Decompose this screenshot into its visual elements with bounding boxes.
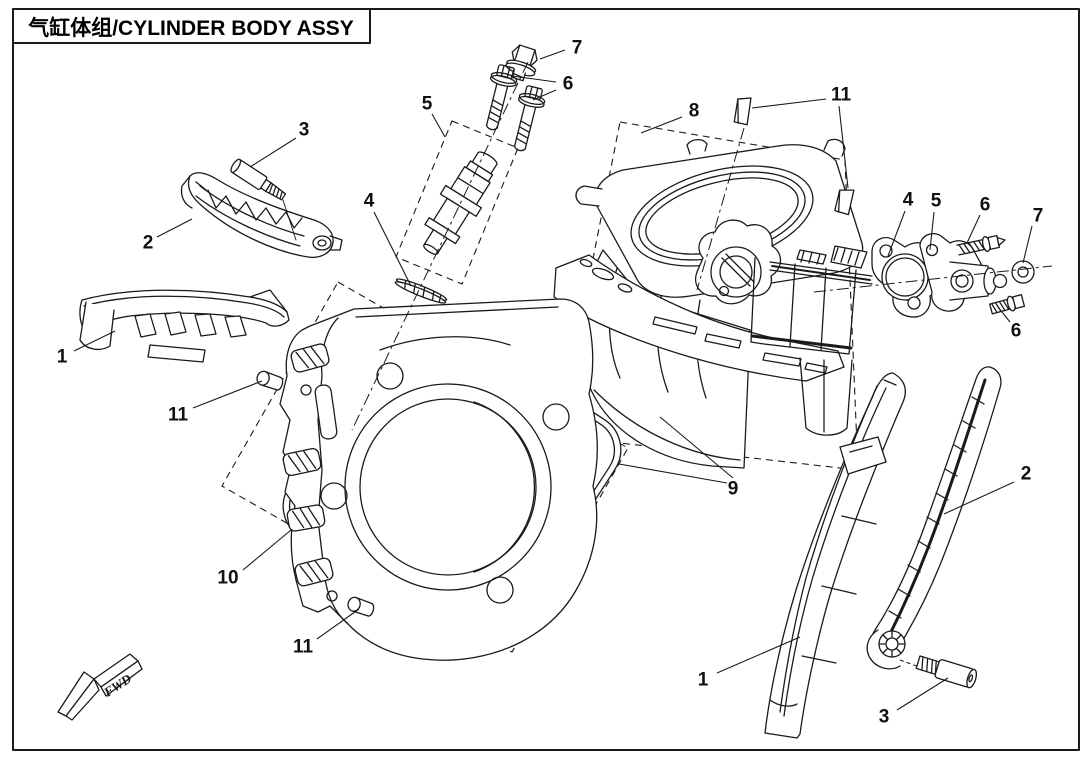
callout-11: 11 (293, 637, 314, 658)
callout-leader-2 (943, 481, 1015, 515)
callout-11: 11 (168, 405, 189, 426)
callout-9: 9 (728, 479, 739, 500)
callout-1: 1 (698, 670, 709, 691)
callout-leader-6 (532, 89, 557, 101)
callout-leader-9 (618, 463, 728, 484)
callout-1: 1 (57, 347, 68, 368)
part-2-chain-guide-right (866, 366, 1002, 670)
callout-6: 6 (980, 195, 991, 216)
fwd-marker: FWD (57, 653, 143, 721)
callout-4: 4 (903, 190, 914, 211)
callout-leader-5 (929, 211, 935, 251)
callout-leader-6 (966, 214, 981, 244)
callout-leader-3 (896, 677, 949, 711)
part-11-dowel-top (733, 97, 752, 126)
tensioner-axis-line-top (351, 61, 529, 431)
tensioner-axis-line (813, 265, 1053, 293)
dowel-axis-line (696, 127, 745, 291)
callout-leader-11 (751, 98, 827, 109)
callout-2: 2 (143, 233, 154, 254)
title-box-frame (12, 8, 371, 44)
bolt-alignment-dashes (899, 659, 923, 669)
callout-leader-11 (316, 608, 360, 640)
part-1-chain-guide-right (764, 372, 906, 739)
part-3-mount-pin (230, 158, 297, 241)
callout-5: 5 (422, 94, 433, 115)
callout-leader-9 (659, 416, 734, 479)
page-title: 气缸体组/CYLINDER BODY ASSY (27, 16, 354, 40)
callout-leader-3 (249, 137, 297, 168)
part-8-cylinder-body-3d (553, 138, 873, 469)
part-11-dowel-right (834, 189, 855, 216)
part-6-bolt-upper-right (956, 234, 1006, 256)
callout-leader-10 (242, 529, 292, 571)
callout-7: 7 (572, 38, 583, 59)
callout-7: 7 (1033, 206, 1044, 227)
part-3-alignment-line (282, 199, 297, 241)
part-6-bolt-lower-right (989, 294, 1026, 315)
callout-8: 8 (689, 101, 700, 122)
callout-6: 6 (563, 74, 574, 95)
page-border (12, 8, 1080, 751)
callout-leader-4 (373, 211, 412, 287)
callout-5: 5 (931, 191, 942, 212)
callout-3: 3 (299, 120, 310, 141)
callout-leader-2 (156, 218, 193, 238)
part-7-washer-right (1011, 260, 1035, 284)
callout-11: 11 (831, 85, 852, 106)
callout-leader-1 (73, 330, 116, 352)
callout-leader-8 (640, 116, 683, 134)
callout-leader-5 (431, 113, 446, 138)
callout-leader-1 (716, 636, 801, 674)
callout-3: 3 (879, 707, 890, 728)
part-10-cylinder-body-front (279, 298, 598, 661)
callout-4: 4 (364, 191, 375, 212)
part-4-tensioner-gasket (394, 278, 448, 304)
callout-leader-6 (997, 306, 1011, 323)
dashed-box-part5 (395, 120, 519, 285)
part-1-chain-guide-front (79, 289, 290, 363)
part-5-tensioner-body (423, 151, 498, 255)
callout-leader-11 (838, 105, 849, 189)
callout-2: 2 (1021, 464, 1032, 485)
callout-10: 10 (217, 568, 238, 589)
callout-leader-7 (1022, 225, 1033, 264)
callout-leader-4 (887, 210, 906, 257)
callout-leader-6 (511, 75, 557, 83)
callout-6: 6 (1011, 321, 1022, 342)
callout-leader-11 (192, 380, 263, 409)
title-box: 气缸体组/CYLINDER BODY ASSY (12, 8, 371, 44)
callout-leader-7 (539, 49, 566, 60)
part-7-flange-bolt-top (505, 44, 538, 82)
part-2-chain-guide-upper (180, 172, 343, 258)
